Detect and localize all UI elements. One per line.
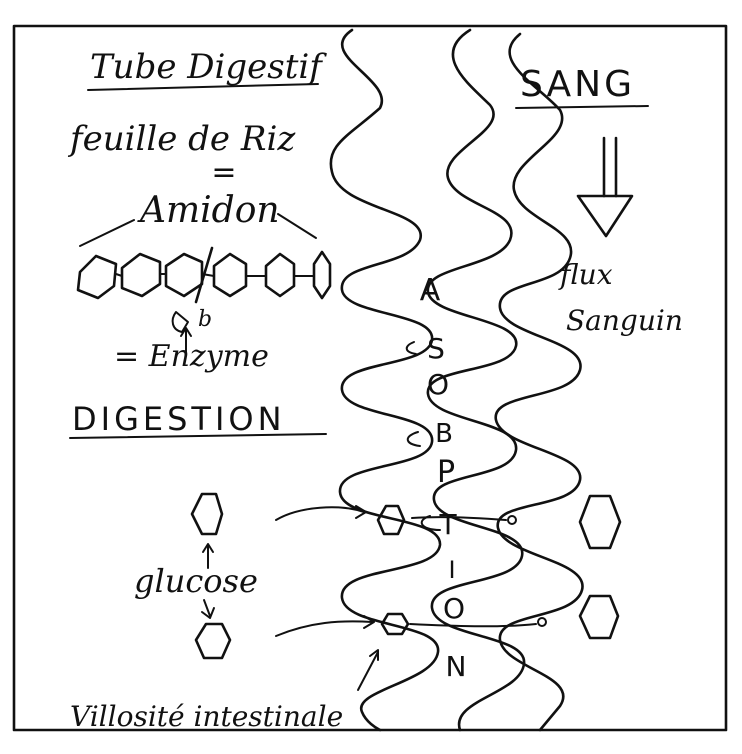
hexagon-icon [312, 250, 332, 300]
equals-sign: = [211, 155, 236, 190]
villus-glucose-icon [380, 612, 410, 636]
absorption-letter: P [437, 455, 455, 490]
arrow-head [369, 649, 379, 661]
hexagon-icon [120, 252, 162, 298]
arrow-dot [537, 617, 547, 627]
arrow-head [363, 615, 375, 629]
arrow-head [355, 505, 367, 519]
hexagon-icon [76, 254, 118, 300]
starch-label: Amidon [137, 190, 280, 231]
blood-flow-label-line1: flux [558, 258, 613, 291]
enzyme-shape [171, 311, 189, 333]
absorption-arrow [275, 506, 365, 521]
wall-left-edge [329, 28, 442, 732]
absorption-letter: T [438, 508, 457, 541]
glucose-hexagon-icon [194, 622, 232, 660]
wall-right-edge [426, 28, 526, 732]
villus-pointer [357, 651, 379, 691]
arrow-dot [507, 515, 517, 525]
letter-hook [406, 431, 421, 447]
hexagon-icon [212, 252, 248, 298]
villus-glucose-icon [376, 504, 406, 536]
letter-hook [405, 341, 417, 355]
blood-label: SANG [520, 64, 635, 105]
enzyme-fragment: b [198, 307, 212, 332]
page-title: Tube Digestif [90, 47, 327, 87]
arrow-head [180, 327, 192, 337]
arrow-head [202, 543, 214, 553]
blood-glucose-icon [578, 494, 622, 550]
blood-underline [515, 105, 649, 109]
hexagon-icon [164, 252, 204, 298]
starch-bracket-left [79, 219, 135, 247]
blood-glucose-icon [578, 594, 620, 640]
absorption-letter: I [448, 556, 455, 584]
absorption-letter: O [443, 592, 465, 625]
cut-mark [194, 246, 214, 304]
glucose-down-arrow [203, 599, 211, 617]
starch-chain [76, 246, 332, 304]
starch-bracket-right [277, 213, 317, 239]
subtitle: feuille de Riz [67, 119, 296, 159]
glucose-label: glucose [134, 562, 258, 600]
title-underline [87, 83, 319, 91]
absorption-letter: O [427, 368, 449, 401]
hexagon-icon [264, 252, 296, 298]
transfer-arrow [411, 516, 507, 521]
glycosidic-bond [115, 273, 123, 277]
blood-flow-label-line2: Sanguin [566, 304, 683, 337]
absorption-arrow [275, 620, 373, 637]
absorption-letter: S [427, 332, 445, 365]
transfer-arrow [409, 623, 537, 628]
absorption-letter: B [435, 419, 453, 449]
villus-label: Villosité intestinale [70, 700, 343, 733]
absorption-letter: N [446, 650, 467, 683]
blood-flow-arrow-icon [576, 136, 634, 238]
absorption-word: A B S O P T I O N [405, 273, 467, 683]
absorption-letter: A [420, 273, 441, 308]
frame-border [12, 24, 728, 732]
enzyme-label: = Enzyme [114, 339, 269, 374]
digestion-underline [69, 433, 327, 439]
arrow-head [201, 607, 215, 619]
digestion-label: DIGESTION [72, 400, 286, 438]
glucose-hexagon-icon [190, 492, 224, 536]
